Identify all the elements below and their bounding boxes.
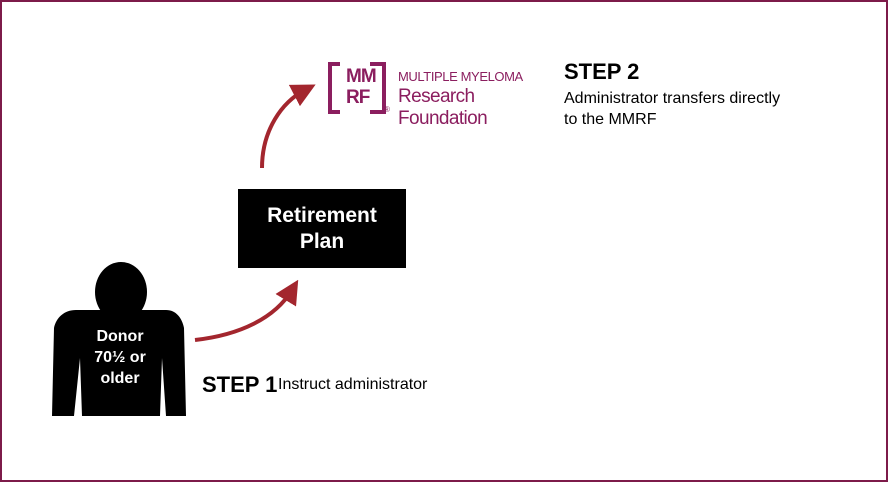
step2-description: Administrator transfers directly to the … [564, 88, 780, 130]
logo-registered: ® [384, 105, 390, 114]
logo-mark-bottom: RF [346, 87, 370, 108]
retirement-plan-box: Retirement Plan [238, 189, 406, 268]
donor-person-icon [52, 262, 186, 416]
logo-line2: Research Foundation [398, 86, 488, 129]
donor-label: Donor 70½ or older [80, 326, 160, 389]
step2-heading: STEP 2 [564, 59, 640, 84]
step2-line1: Administrator transfers directly [564, 90, 781, 107]
plan-line2: Plan [299, 229, 345, 253]
donor-line2: 70½ or [94, 349, 146, 366]
step1-heading: STEP 1 [202, 372, 278, 397]
step2-line2: to the MMRF [564, 111, 657, 128]
mmrf-logo-icon [328, 62, 386, 114]
mmrf-logo: MM RF ® MULTIPLE MYELOMA Research Founda… [326, 60, 556, 129]
logo-mark-top: MM [346, 66, 377, 87]
step2-arrow [260, 84, 316, 169]
plan-line1: Retirement [267, 203, 377, 227]
logo-line1: MULTIPLE MYELOMA [398, 69, 523, 84]
step1-arrow [194, 279, 299, 342]
donor-line1: Donor [96, 328, 144, 345]
donor-line3: older [100, 370, 140, 387]
step1-description: Instruct administrator [278, 376, 428, 393]
